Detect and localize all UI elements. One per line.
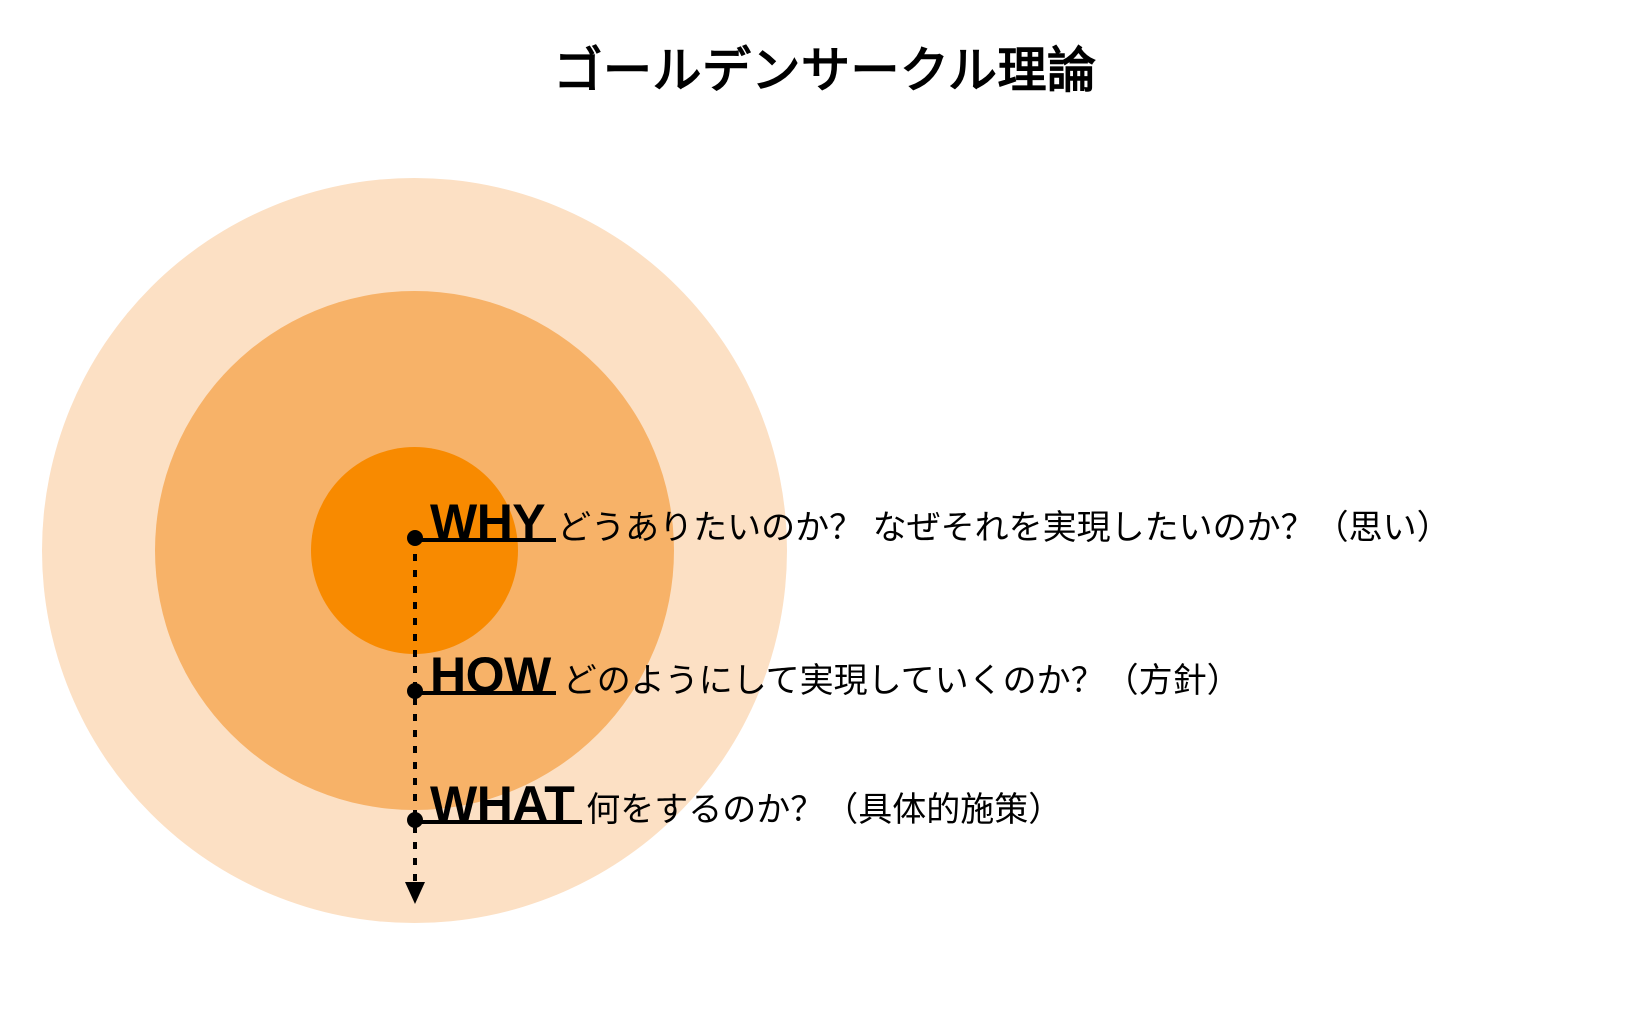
level-description-what: 何をするのか？（具体的施策） xyxy=(586,791,1063,829)
level-key-why: WHY xyxy=(430,494,546,550)
level-key-what: WHAT xyxy=(430,776,575,832)
page-title: ゴールデンサークル理論 xyxy=(553,44,1097,98)
dotted-flow-arrow xyxy=(405,530,582,904)
level-row-how: HOW どのようにして実現していくのか？（方針） xyxy=(420,650,1241,700)
level-key-how: HOW xyxy=(430,647,551,703)
level-row-what: WHAT 何をするのか？（具体的施策） xyxy=(420,779,1062,829)
level-row-why: WHY どうありたいのか？ なぜそれを実現したいのか？（思い） xyxy=(420,497,1451,547)
connector-arrow-head xyxy=(405,882,425,904)
level-description-why: どうありたいのか？ なぜそれを実現したいのか？（思い） xyxy=(557,509,1451,547)
level-description-how: どのようにして実現していくのか？（方針） xyxy=(562,662,1241,700)
